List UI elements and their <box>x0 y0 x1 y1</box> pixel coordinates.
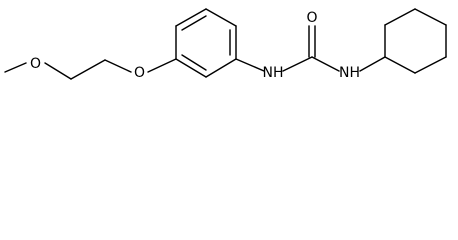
ring-double-bond <box>181 54 207 71</box>
cyclohexane-ring <box>384 8 447 74</box>
bond-methyl-oxygen <box>4 62 27 73</box>
atom-label-nh: NH <box>339 65 360 81</box>
atom-label-carbonyl-oxygen: O <box>306 10 317 26</box>
ring-bond <box>414 56 447 74</box>
bond-ch2-oxygen <box>104 59 132 73</box>
ring-double-bond <box>181 15 207 31</box>
bond-oxygen-ring <box>147 58 177 73</box>
ring-bond <box>414 8 447 26</box>
bond-nh-carbonyl <box>282 56 313 72</box>
bond-nh-cyclohexyl <box>359 56 386 72</box>
ring-bond <box>205 58 237 78</box>
ring-bond <box>175 58 207 78</box>
ring-bond <box>384 56 416 74</box>
atom-label-ether-oxygen: O <box>134 65 145 81</box>
benzene-ring <box>175 8 237 78</box>
ring-bond <box>175 8 207 27</box>
chemical-structure-diagram: O O NH O NH <box>4 8 447 81</box>
bond-ch2-ch2 <box>70 59 106 80</box>
atom-label-ether-oxygen: O <box>30 56 41 72</box>
bond-ring-nh <box>235 58 265 72</box>
atom-label-nh: NH <box>263 65 284 81</box>
bond-oxygen-ch2 <box>44 62 72 80</box>
ring-bond <box>205 8 237 27</box>
ring-bond <box>384 8 416 26</box>
bond-carbonyl-nh <box>311 56 340 72</box>
